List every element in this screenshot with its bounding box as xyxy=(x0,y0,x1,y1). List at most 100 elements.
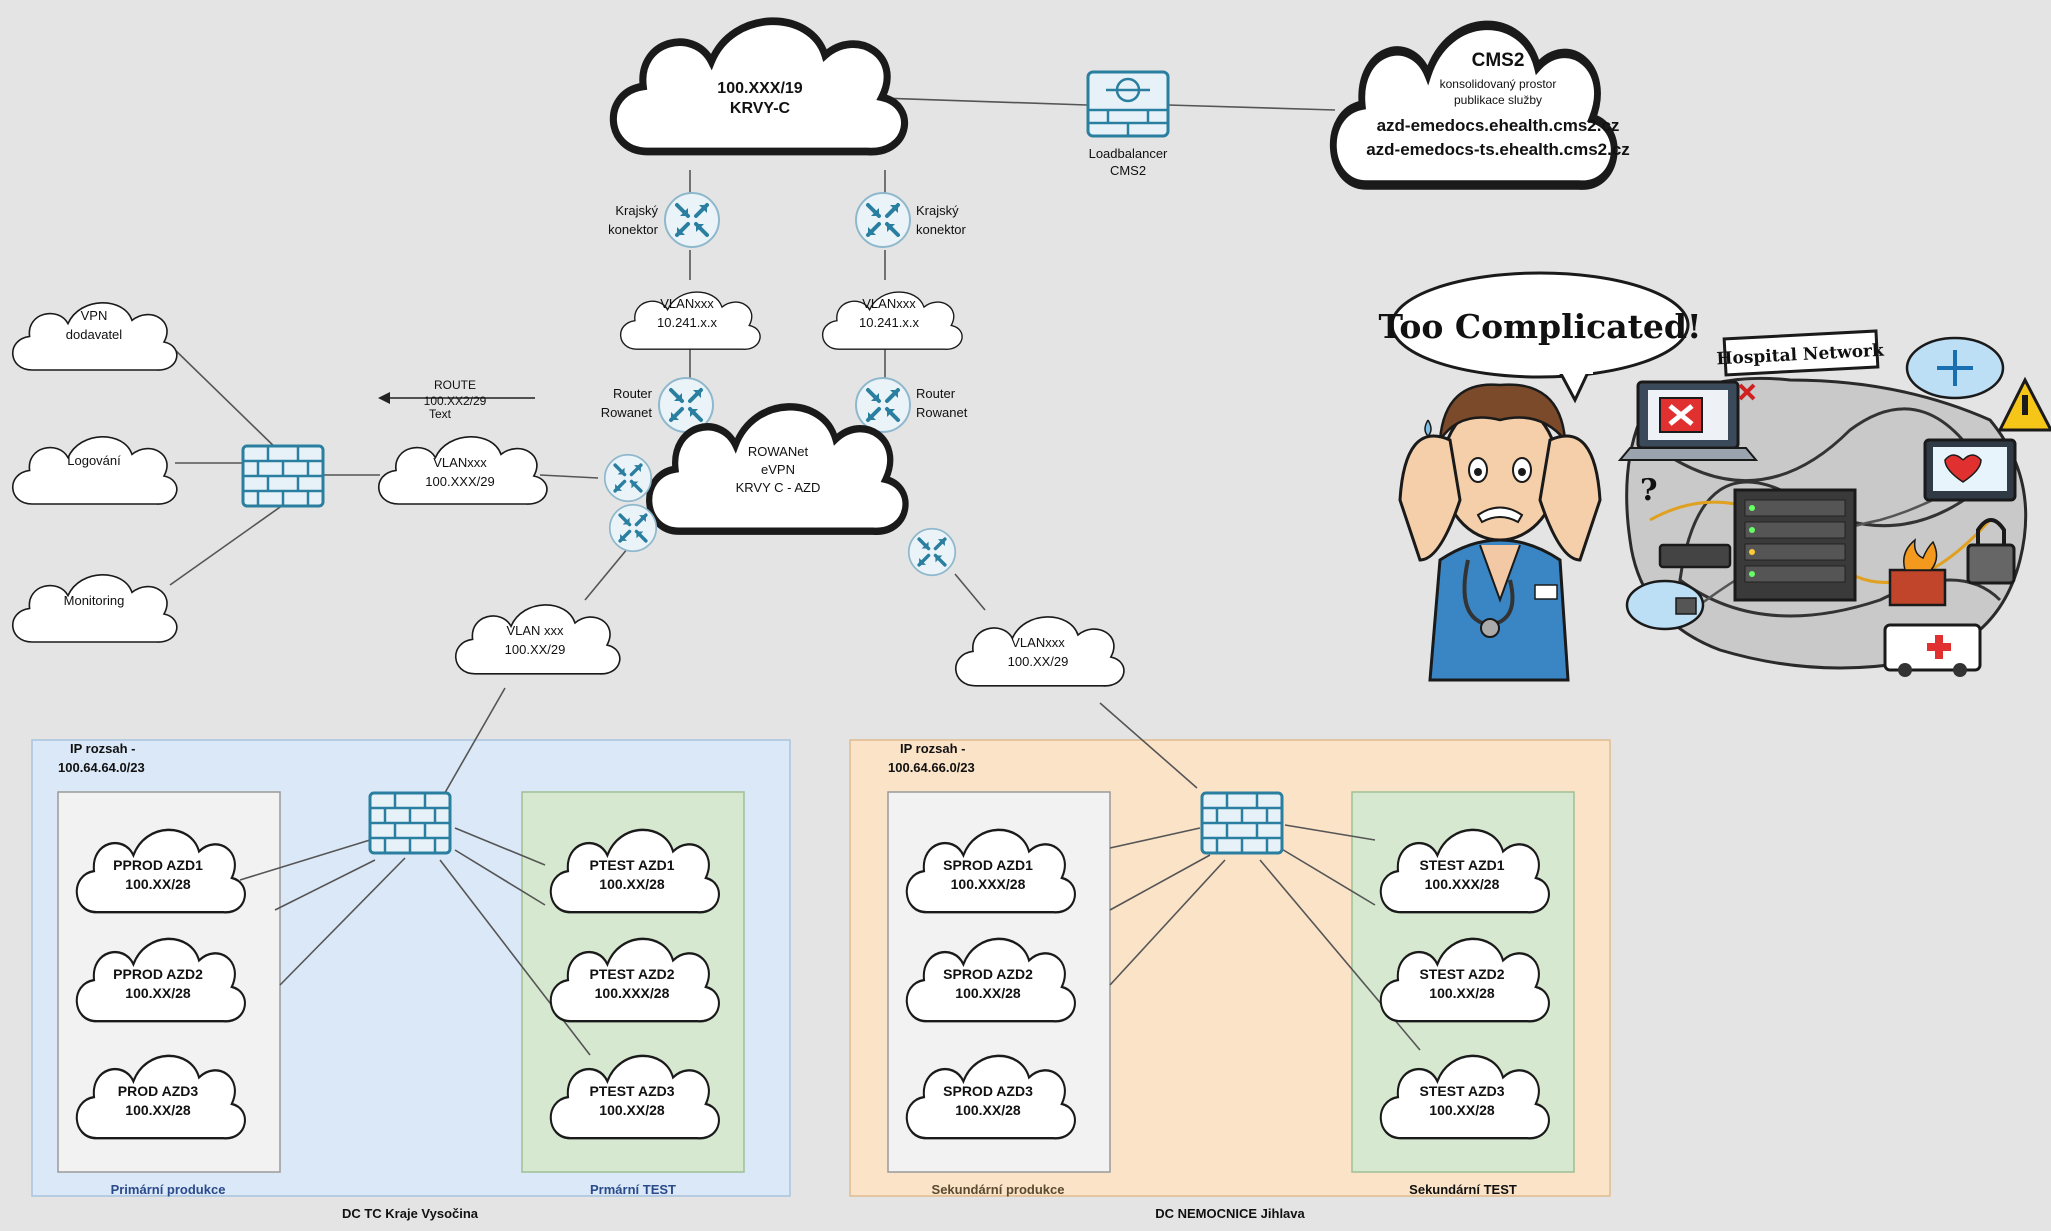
cms2-desc1: konsolidovaný prostor xyxy=(1440,77,1557,91)
connector-left-label2: konektor xyxy=(608,222,659,237)
dc-left-ip1: IP rozsah - xyxy=(70,741,136,756)
rowanet-line3: KRVY C - AZD xyxy=(736,480,821,495)
azd-cloud-net: 100.XX/28 xyxy=(125,876,191,892)
dc-left-name: DC TC Kraje Vysočina xyxy=(342,1206,479,1221)
logging-label: Logování xyxy=(67,453,121,468)
monitoring-label: Monitoring xyxy=(64,593,125,608)
vpn-cloud: VPN dodavatel xyxy=(11,301,178,371)
azd-cloud-net: 100.XX/28 xyxy=(1429,985,1495,1001)
vlan-top-right-line1: VLANxxx xyxy=(862,296,916,311)
loadbalancer-label2: CMS2 xyxy=(1110,163,1146,178)
speech-text: Too Complicated! xyxy=(1379,307,1702,346)
cms2-desc2: publikace služby xyxy=(1454,93,1542,107)
monitoring-cloud: Monitoring xyxy=(11,573,178,643)
azd-cloud-name: PTEST AZD2 xyxy=(589,966,674,982)
azd-cloud-name: STEST AZD2 xyxy=(1419,966,1504,982)
logging-cloud: Logování xyxy=(11,435,178,505)
dc-left-ip2: 100.64.64.0/23 xyxy=(58,760,145,775)
main-cloud-line2: KRVY-C xyxy=(730,100,791,117)
azd-cloud-name: PTEST AZD3 xyxy=(589,1083,674,1099)
vlan-top-right-line2: 10.241.x.x xyxy=(859,315,919,330)
vlan-top-left-cloud: VLANxxx 10.241.x.x xyxy=(619,291,761,350)
azd-cloud-name: SPROD AZD2 xyxy=(943,966,1033,982)
rowanet-router-b-icon xyxy=(608,503,658,553)
cms2-host2: azd-emedocs-ts.ehealth.cms2.cz xyxy=(1366,140,1630,159)
azd-cloud-net: 100.XX/28 xyxy=(955,1102,1021,1118)
rowanet-line2: eVPN xyxy=(761,462,795,477)
azd-cloud-dc-right-prod-1: SPROD AZD1 100.XXX/28 xyxy=(905,828,1077,914)
azd-cloud-dc-left-test-1: PTEST AZD1 100.XX/28 xyxy=(549,828,721,914)
vlan-dc-right-cloud: VLANxxx 100.XX/29 xyxy=(954,616,1125,687)
rowanet-router-c-icon xyxy=(907,527,957,577)
vpn-line2: dodavatel xyxy=(66,327,122,342)
rowanet-line1: ROWANet xyxy=(748,444,809,459)
connector-right-icon xyxy=(854,191,912,249)
route-arrow xyxy=(378,392,535,404)
router-right-label2: Rowanet xyxy=(916,405,968,420)
cms2-host1: azd-emedocs.ehealth.cms2.cz xyxy=(1377,116,1620,135)
lock-icon xyxy=(1966,543,2016,585)
vlan-mid-left-line2: 100.XXX/29 xyxy=(425,474,494,489)
route-label1: ROUTE xyxy=(434,378,476,392)
question-mark-icon: ? xyxy=(1640,473,1658,508)
speech-bubble: Too Complicated! xyxy=(1379,271,1702,404)
router-left-label1: Router xyxy=(613,386,653,401)
dc-left-test-label: Prmární TEST xyxy=(590,1182,676,1197)
vpn-line1: VPN xyxy=(81,308,108,323)
azd-cloud-net: 100.XX/28 xyxy=(125,985,191,1001)
azd-cloud-name: PPROD AZD1 xyxy=(113,857,203,873)
azd-cloud-net: 100.XXX/28 xyxy=(951,876,1026,892)
vlan-dc-left-line2: 100.XX/29 xyxy=(505,642,566,657)
azd-cloud-net: 100.XX/28 xyxy=(599,876,665,892)
loadbalancer-label1: Loadbalancer xyxy=(1089,146,1168,161)
azd-cloud-net: 100.XX/28 xyxy=(599,1102,665,1118)
azd-cloud-name: PPROD AZD2 xyxy=(113,966,203,982)
vlan-top-right-cloud: VLANxxx 10.241.x.x xyxy=(821,291,963,350)
connector-left-label1: Krajský xyxy=(615,203,658,218)
azd-cloud-name: SPROD AZD1 xyxy=(943,857,1033,873)
connector-left-icon xyxy=(663,191,721,249)
azd-cloud-name: STEST AZD1 xyxy=(1419,857,1504,873)
azd-cloud-dc-left-prod-2: PPROD AZD2 100.XX/28 xyxy=(75,937,247,1023)
red-x-icon xyxy=(1738,383,1756,401)
route-label3: Text xyxy=(429,407,452,421)
dc-right-ip1: IP rozsah - xyxy=(900,741,966,756)
rowanet-cloud: ROWANet eVPN KRVY C - AZD xyxy=(649,407,905,531)
cms2-title: CMS2 xyxy=(1472,50,1525,71)
azd-cloud-dc-left-prod-1: PPROD AZD1 100.XX/28 xyxy=(75,828,247,914)
azd-cloud-name: PTEST AZD1 xyxy=(589,857,674,873)
vlan-dc-left-cloud: VLAN xxx 100.XX/29 xyxy=(454,604,621,675)
dc-right-firewall-icon xyxy=(1200,791,1284,855)
vlan-dc-left-line1: VLAN xxx xyxy=(506,623,564,638)
azd-cloud-net: 100.XXX/28 xyxy=(595,985,670,1001)
azd-cloud-dc-left-test-3: PTEST AZD3 100.XX/28 xyxy=(549,1054,721,1140)
router-right-label1: Router xyxy=(916,386,956,401)
vlan-top-left-line1: VLANxxx xyxy=(660,296,714,311)
azd-cloud-dc-left-test-2: PTEST AZD2 100.XXX/28 xyxy=(549,937,721,1023)
dc-right-test-label: Sekundární TEST xyxy=(1409,1182,1517,1197)
loadbalancer-icon xyxy=(1086,70,1170,138)
azd-cloud-dc-right-prod-3: SPROD AZD3 100.XX/28 xyxy=(905,1054,1077,1140)
azd-cloud-dc-right-test-2: STEST AZD2 100.XX/28 xyxy=(1379,937,1551,1023)
cms2-cloud: CMS2 konsolidovaný prostor publikace slu… xyxy=(1333,25,1630,185)
tangled-network: Hospital Network xyxy=(1617,329,2051,677)
azd-cloud-net: 100.XX/28 xyxy=(1429,1102,1495,1118)
route-label2: 100.XX2/29 xyxy=(424,394,487,408)
connector-right-label1: Krajský xyxy=(916,203,959,218)
vlan-mid-left-cloud: VLANxxx 100.XXX/29 xyxy=(377,435,548,505)
router-left-label2: Rowanet xyxy=(601,405,653,420)
overwhelmed-cartoon: Too Complicated! xyxy=(1379,271,2051,682)
cloud-lock-icon xyxy=(1625,579,1705,631)
router-right-icon xyxy=(854,376,912,434)
rowanet-router-a-icon xyxy=(603,453,653,503)
azd-cloud-name: SPROD AZD3 xyxy=(943,1083,1033,1099)
main-cloud: 100.XXX/19 KRVY-C xyxy=(613,21,904,151)
vlan-dc-right-line1: VLANxxx xyxy=(1011,635,1065,650)
azd-cloud-name: PROD AZD3 xyxy=(118,1083,199,1099)
vlan-top-left-line2: 10.241.x.x xyxy=(657,315,717,330)
dc-right-ip2: 100.64.66.0/23 xyxy=(888,760,975,775)
